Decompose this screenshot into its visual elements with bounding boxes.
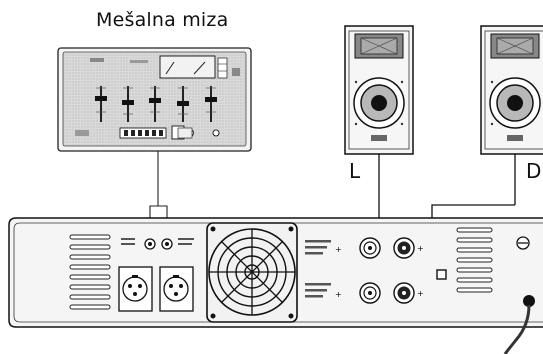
speaker-left-label: L [349,159,361,183]
mixer-fader-4 [177,86,189,122]
mixer-fader-1 [95,86,107,122]
amplifier: + + + + [8,217,543,328]
speaker-left [344,25,414,155]
speaker-right [480,25,543,155]
mixer-button-row [75,125,220,140]
svg-text:+: + [335,290,342,299]
amp-vent-right [456,227,493,293]
amp-fan [206,222,298,323]
amp-fuse-holder [516,236,530,250]
svg-text:+: + [335,245,342,254]
amp-vent-left [69,234,111,310]
amp-power-inlet [523,295,535,307]
speaker-right-label: D [526,159,542,183]
amp-input-jacks [121,238,194,250]
power-cord [503,304,531,354]
mixer [57,47,252,152]
mixer-fader-5 [205,86,217,122]
mixer-faders [95,86,217,122]
svg-text:+: + [417,289,424,298]
mixer-meter [159,55,228,79]
mixer-title: Mešalna miza [96,9,229,31]
mixer-fader-2 [122,86,134,122]
amp-xlr-left [118,266,153,312]
amp-output-terminals-left: + [359,237,424,259]
amp-output-terminals-right: + [359,282,424,304]
svg-text:+: + [417,244,424,253]
amp-xlr-right [159,266,194,312]
mixer-fader-3 [149,86,161,122]
